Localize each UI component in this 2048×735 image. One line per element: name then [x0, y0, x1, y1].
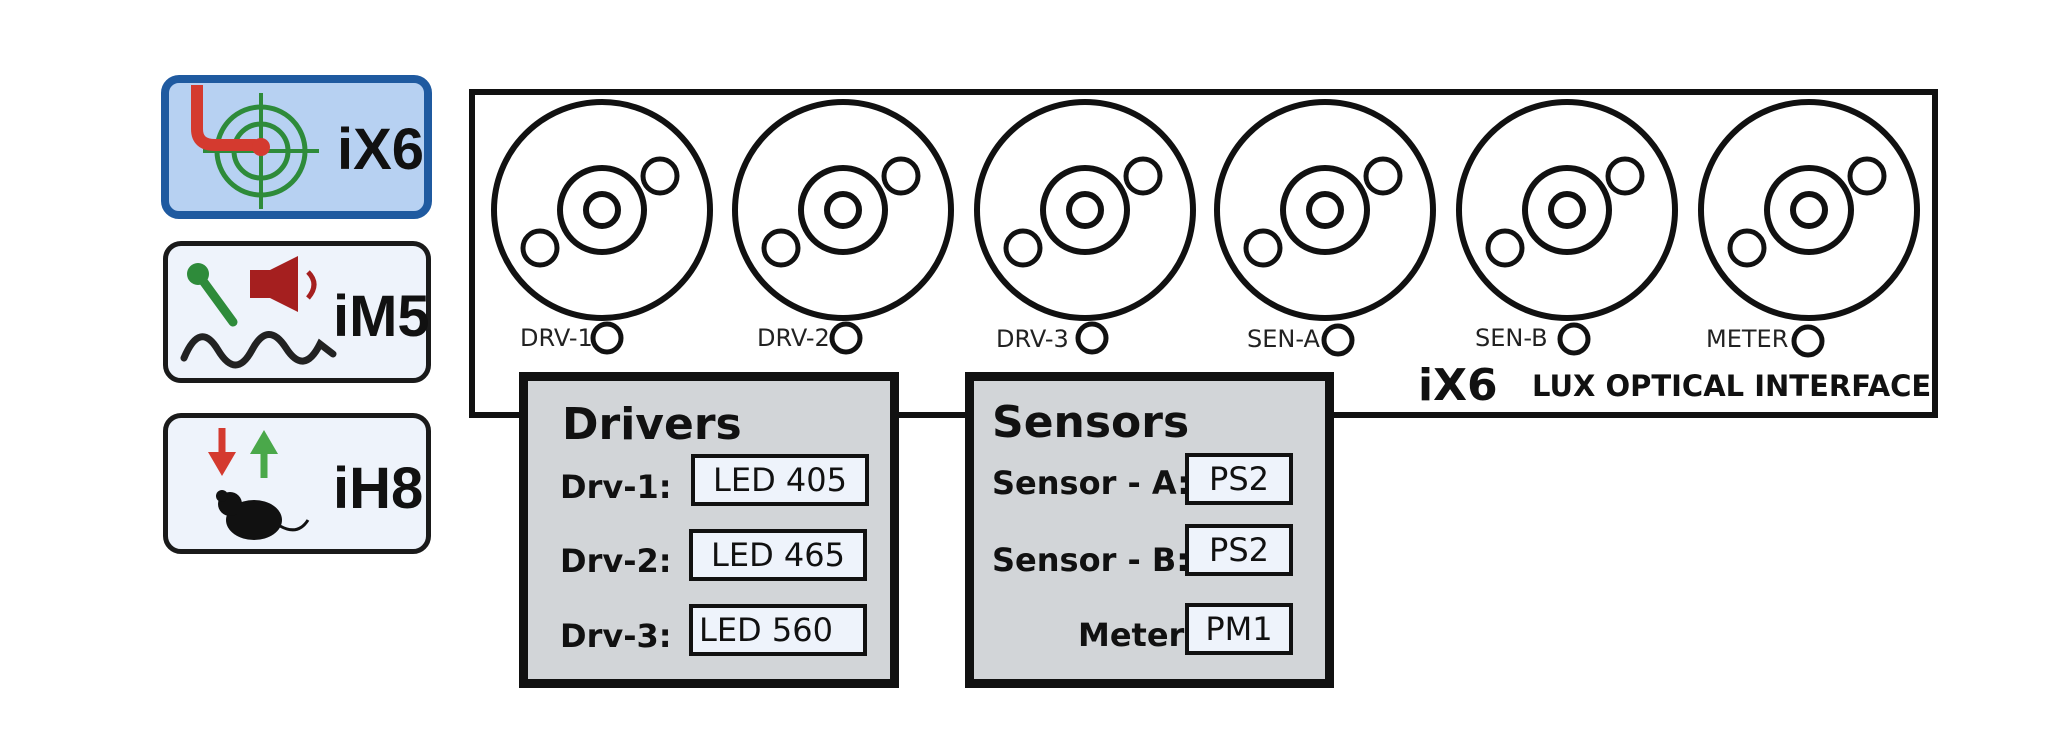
sensor-b-label: Sensor - B: [992, 541, 1190, 579]
sensors-title: Sensors [992, 397, 1190, 448]
device-label: iM5 [333, 284, 430, 349]
port-label-sen-a: SEN-A [1247, 325, 1320, 353]
indicator-led-icon [1791, 324, 1825, 358]
drv-2-label: Drv-2: [560, 542, 672, 580]
device-label: iX6 [337, 117, 425, 182]
sensor-a-field[interactable]: PS2 [1185, 453, 1293, 505]
connector-icon [1456, 99, 1678, 321]
optical-interface-panel [469, 89, 1938, 418]
drv-2-field[interactable]: LED 465 [689, 529, 867, 581]
sensors-box: Sensors Sensor - A: PS2 Sensor - B: PS2 … [965, 372, 1334, 688]
port-label-drv-1: DRV-1 [520, 324, 593, 352]
indicator-led-icon [829, 321, 863, 355]
port-label-drv-3: DRV-3 [996, 325, 1069, 353]
port-label-sen-b: SEN-B [1475, 324, 1548, 352]
meter-label: Meter: [1078, 616, 1198, 654]
connector-icon [1698, 99, 1920, 321]
device-button-ih8[interactable]: iH8 [163, 413, 431, 554]
device-button-im5[interactable]: iM5 [163, 241, 431, 383]
drv-3-label: Drv-3: [560, 617, 672, 655]
device-label: iH8 [333, 456, 424, 521]
drv-1-field[interactable]: LED 405 [691, 454, 869, 506]
microphone-speaker-icon [180, 256, 337, 369]
indicator-led-icon [590, 321, 624, 355]
connector-icon [974, 99, 1196, 321]
connector-icon [732, 99, 954, 321]
indicator-led-icon [1557, 322, 1591, 356]
drv-1-label: Drv-1: [560, 468, 672, 506]
panel-model: iX6 [1418, 360, 1498, 411]
port-label-meter: METER [1706, 325, 1789, 353]
panel-name: LUX OPTICAL INTERFACE [1532, 369, 1932, 403]
device-button-ix6[interactable]: iX6 [161, 75, 432, 219]
indicator-led-icon [1321, 323, 1355, 357]
meter-field[interactable]: PM1 [1185, 603, 1293, 655]
connector-icon [491, 99, 713, 321]
drivers-title: Drivers [562, 399, 742, 450]
connector-icon [1214, 99, 1436, 321]
indicator-led-icon [1075, 321, 1109, 355]
sensor-a-label: Sensor - A: [992, 464, 1191, 502]
port-label-drv-2: DRV-2 [757, 324, 830, 352]
drivers-box: Drivers Drv-1: LED 405 Drv-2: LED 465 Dr… [519, 372, 899, 688]
mouse-arrows-icon [208, 428, 310, 540]
fiber-target-icon [191, 85, 319, 209]
drv-3-field[interactable]: LED 560 [689, 604, 867, 656]
sensor-b-field[interactable]: PS2 [1185, 524, 1293, 576]
